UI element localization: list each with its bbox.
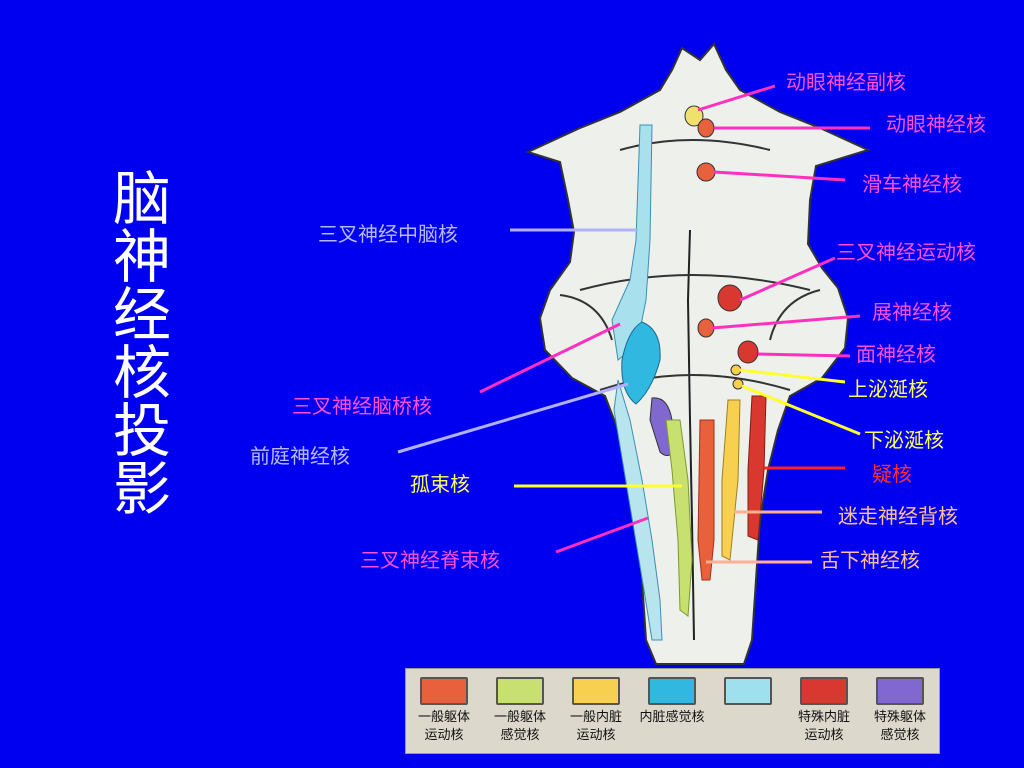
legend: 一般躯体 运动核一般躯体 感觉核一般内脏 运动核 内脏感觉核 特殊内脏 运动核特殊躯…	[405, 668, 940, 754]
legend-swatch	[648, 677, 696, 705]
sup-salivatory-nucleus	[730, 364, 742, 376]
legend-item: 一般内脏 运动核	[560, 669, 630, 753]
trigeminal-spinal-nucleus	[613, 379, 663, 641]
label-facial: 面神经核	[856, 342, 936, 366]
leader-facial	[757, 352, 851, 358]
ambiguus-nucleus	[747, 395, 767, 541]
label-trigeminal-spinal: 三叉神经脊束核	[360, 548, 500, 572]
trigeminal-pontine-nucleus	[621, 321, 661, 405]
cerebellar-peduncle-right	[769, 289, 821, 341]
label-solitary: 孤束核	[410, 472, 470, 496]
legend-swatch	[420, 677, 468, 705]
label-trigeminal-motor: 三叉神经运动核	[836, 240, 976, 264]
label-hypoglossal: 舌下神经核	[820, 548, 920, 572]
legend-item: 特殊躯体 感觉核	[864, 669, 934, 753]
leader-trigeminal-motor	[739, 256, 836, 302]
leader-trigeminal-spinal	[555, 516, 649, 554]
legend-text: 一般躯体 运动核	[417, 710, 470, 743]
legend-text: 内脏感觉核	[639, 710, 705, 725]
leader-sup-salivatory	[739, 368, 846, 384]
legend-item	[712, 669, 782, 753]
label-trigeminal-pontine: 三叉神经脑桥核	[292, 394, 432, 418]
label-trigeminal-mesencephalic: 三叉神经中脑核	[318, 222, 458, 246]
label-ambiguus: 疑核	[872, 462, 912, 486]
legend-text: 特殊内脏 运动核	[797, 710, 850, 743]
label-oculomotor-accessory: 动眼神经副核	[786, 70, 906, 94]
hypoglossal-nucleus	[697, 419, 715, 581]
label-dorsal-vagus: 迷走神经背核	[838, 504, 958, 528]
legend-item: 一般躯体 感觉核	[484, 669, 554, 753]
legend-text: 一般内脏 运动核	[569, 710, 622, 743]
legend-swatch	[876, 677, 924, 705]
facial-nucleus	[737, 340, 759, 364]
slide-title: 脑神经核投影	[103, 168, 171, 516]
inf-salivatory-nucleus	[732, 378, 744, 390]
pons-lower-line	[599, 374, 791, 391]
label-vestibular: 前庭神经核	[250, 444, 350, 468]
trochlear-nucleus	[696, 162, 716, 182]
label-sup-salivatory: 上泌涎核	[848, 377, 928, 401]
leader-vestibular	[397, 382, 629, 454]
legend-text: 特殊躯体 感觉核	[873, 710, 926, 743]
legend-swatch	[496, 677, 544, 705]
legend-item: 特殊内脏 运动核	[788, 669, 858, 753]
midbrain-line	[619, 139, 771, 151]
legend-text: 一般躯体 感觉核	[493, 710, 546, 743]
label-oculomotor: 动眼神经核	[886, 112, 986, 136]
solitary-nucleus	[665, 419, 693, 617]
cerebellar-peduncle-left	[559, 294, 613, 341]
oculomotor-nucleus	[697, 118, 715, 138]
midline	[686, 229, 695, 641]
label-trochlear: 滑车神经核	[862, 172, 962, 196]
abducens-nucleus	[697, 318, 715, 338]
legend-item: 内脏感觉核	[636, 669, 706, 753]
leader-trigeminal-pontine	[479, 322, 621, 394]
leader-inf-salivatory	[741, 384, 861, 436]
leader-abducens	[711, 314, 861, 330]
dorsal-vagus-nucleus	[721, 399, 741, 561]
legend-swatch	[800, 677, 848, 705]
trigeminal-motor-nucleus	[717, 284, 743, 312]
leader-trochlear	[713, 170, 846, 182]
legend-swatch	[724, 677, 772, 705]
label-inf-salivatory: 下泌涎核	[864, 428, 944, 452]
legend-item: 一般躯体 运动核	[408, 669, 478, 753]
leader-oculomotor-accessory	[697, 84, 776, 112]
brainstem-outline	[525, 42, 871, 665]
label-abducens: 展神经核	[872, 300, 952, 324]
legend-swatch	[572, 677, 620, 705]
